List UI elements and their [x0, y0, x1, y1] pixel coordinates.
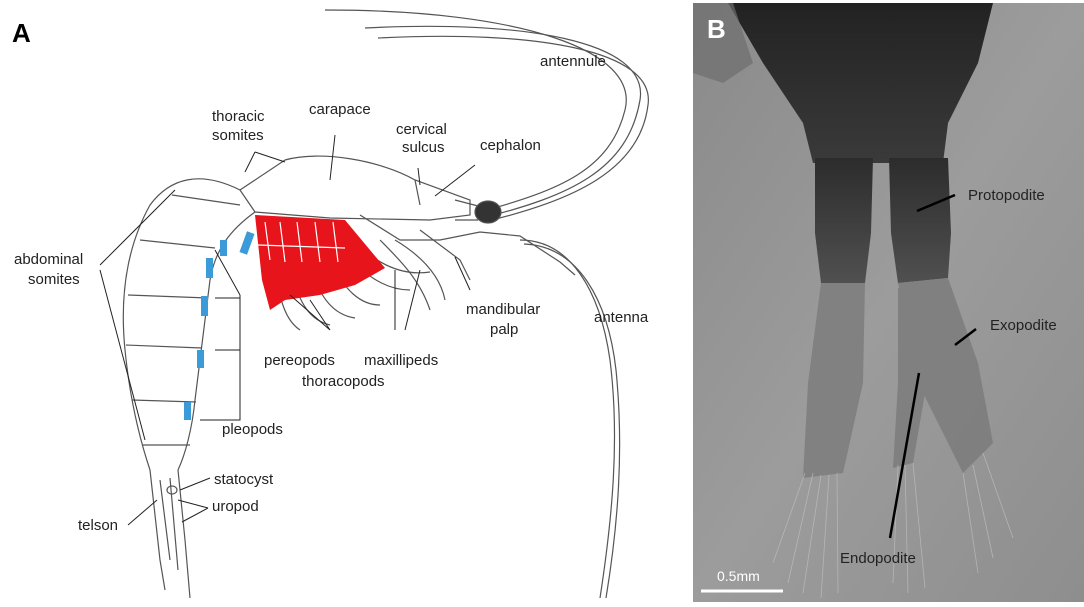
label-abdominal-somites: somites — [28, 271, 80, 288]
label-protopodite: Protopodite — [968, 187, 1045, 204]
pleopod — [184, 402, 191, 420]
label-thoracic: thoracic — [212, 108, 265, 125]
panel-a: A — [0, 0, 690, 602]
eye — [475, 201, 501, 223]
label-exopodite: Exopodite — [990, 317, 1057, 334]
panel-b: Protopodite Exopodite Endopodite 0.5mm B — [693, 3, 1084, 602]
uropod-inner — [160, 478, 178, 570]
label-endopodite: Endopodite — [840, 550, 916, 567]
label-abdominal: abdominal — [14, 251, 83, 268]
protopodite-right — [889, 158, 951, 283]
segment-line — [132, 400, 196, 402]
segment-line — [172, 195, 240, 205]
thoracopods-red — [255, 215, 385, 310]
carapace-leader — [330, 135, 335, 180]
segment-line — [128, 295, 208, 298]
label-antennule: antennule — [540, 53, 606, 70]
label-antenna: antenna — [594, 309, 649, 326]
label-cervical: cervical — [396, 121, 447, 138]
label-palp: palp — [490, 321, 518, 338]
panel-a-labels: antennule thoracic somites carapace cerv… — [14, 53, 649, 534]
cervical-groove — [415, 180, 420, 205]
thoracopod-bases — [255, 215, 385, 310]
label-sulcus: sulcus — [402, 139, 445, 156]
segment-line — [126, 345, 202, 348]
label-carapace: carapace — [309, 101, 371, 118]
panel-b-letter: B — [707, 14, 726, 44]
label-cephalon: cephalon — [480, 137, 541, 154]
cephalon-leader — [435, 165, 475, 196]
cervical-leader — [418, 168, 420, 185]
pleopod — [201, 296, 208, 316]
scale-bar-label: 0.5mm — [717, 568, 760, 584]
mandibular-leader — [455, 257, 470, 290]
label-pereopods: pereopods — [264, 352, 335, 369]
antenna-flagellum — [520, 240, 615, 598]
statocyst-leader — [180, 478, 210, 490]
maxilliped-leader — [395, 270, 420, 330]
pleopod — [206, 258, 213, 278]
telson-shape — [150, 470, 165, 590]
label-uropod: uropod — [212, 498, 259, 515]
pereopod-leader — [290, 295, 330, 330]
pleopod — [197, 350, 204, 368]
pleopod — [239, 231, 254, 254]
carapace-shape — [240, 156, 470, 220]
thoracic-leader — [245, 152, 285, 172]
abdominal-leader — [100, 190, 175, 440]
pleopods-blue — [184, 231, 255, 420]
telson-leader — [128, 500, 157, 525]
label-pleopods: pleopods — [222, 421, 283, 438]
label-telson: telson — [78, 517, 118, 534]
label-mandibular: mandibular — [466, 301, 540, 318]
shrimp-diagram: antennule thoracic somites carapace cerv… — [0, 0, 690, 602]
segment-line — [140, 240, 215, 248]
panel-a-letter: A — [12, 18, 31, 49]
pleopod — [220, 240, 227, 256]
antenna-flagellum-2 — [524, 244, 620, 598]
label-statocyst: statocyst — [214, 471, 274, 488]
label-thoracopods: thoracopods — [302, 373, 385, 390]
label-maxillipeds: maxillipeds — [364, 352, 438, 369]
protopodite-left — [815, 158, 873, 283]
leader-lines — [100, 135, 475, 525]
uropod-shape — [178, 470, 190, 598]
mouthparts — [360, 215, 575, 275]
label-somites: somites — [212, 127, 264, 144]
statocyst-shape — [167, 486, 177, 494]
micrograph: Protopodite Exopodite Endopodite 0.5mm B — [693, 3, 1084, 602]
